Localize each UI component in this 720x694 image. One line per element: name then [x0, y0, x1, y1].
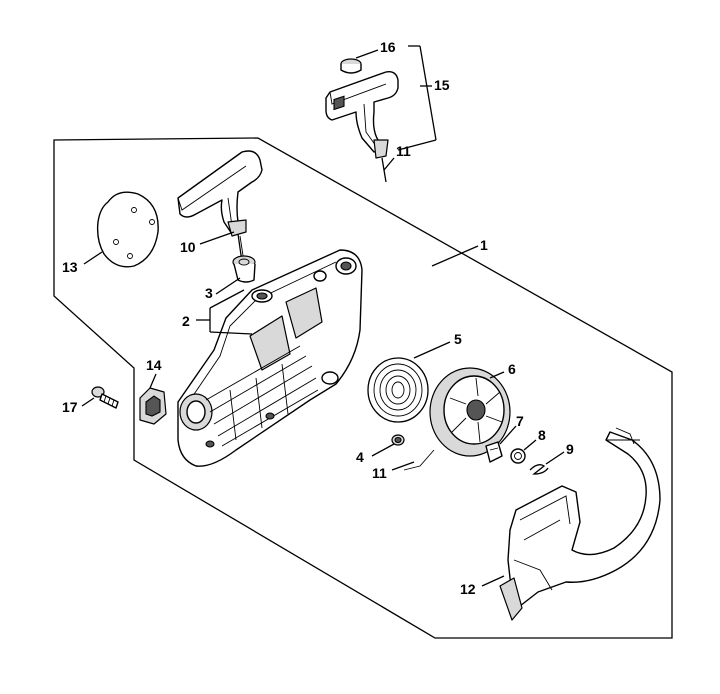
callout-13: 13	[62, 259, 78, 275]
part-9-spring-clip	[529, 464, 549, 475]
part-12-shroud	[499, 427, 661, 621]
callout-11-rope: 11	[372, 465, 387, 481]
callout-5: 5	[454, 331, 462, 347]
callout-4: 4	[356, 449, 364, 465]
part-13-cover-plate	[96, 191, 159, 268]
callout-3: 3	[205, 285, 213, 301]
callout-6: 6	[508, 361, 516, 377]
part-14-rubber-element	[139, 387, 167, 425]
callout-9: 9	[566, 441, 574, 457]
callout-1: 1	[480, 237, 488, 253]
part-3-rope-guide	[232, 255, 256, 283]
callout-8: 8	[538, 427, 546, 443]
callout-labels: 16 15 11 1 13 10 3 2 5 6 14 17 7 8 9 4 1…	[62, 39, 574, 597]
part-15-starter-grip	[325, 70, 399, 183]
callout-11-handle: 11	[396, 143, 411, 159]
part-6-rope-rotor	[403, 367, 511, 471]
part-7-pawl	[485, 441, 503, 463]
leader-lines	[81, 45, 565, 587]
part-17-screw	[91, 386, 119, 409]
part-5-rewind-spring	[367, 357, 429, 423]
callout-14: 14	[146, 357, 162, 373]
callout-15: 15	[434, 77, 450, 93]
callout-7: 7	[516, 413, 524, 429]
callout-10: 10	[180, 239, 196, 255]
part-8-washer	[510, 448, 526, 464]
part-4-screw	[391, 434, 405, 446]
callout-2: 2	[182, 313, 190, 329]
assembly-boundary	[53, 137, 673, 639]
callout-17: 17	[62, 399, 78, 415]
callout-12: 12	[460, 581, 476, 597]
callout-16: 16	[380, 39, 396, 55]
part-16-cap	[340, 58, 362, 74]
part-1-fan-housing	[177, 249, 363, 467]
